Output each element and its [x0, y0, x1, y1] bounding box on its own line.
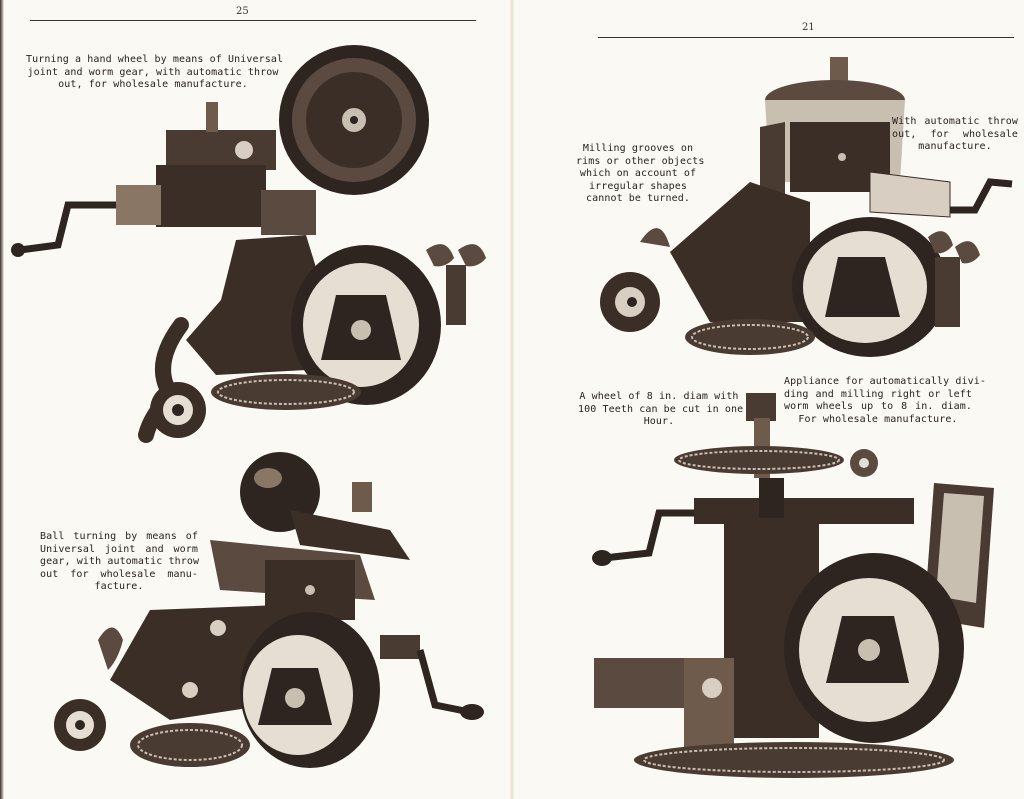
- caption-line: For wholesale manufacture.: [798, 413, 958, 425]
- caption-line: Appliance for automatically divi-: [784, 376, 986, 387]
- caption-ball-turning: Ball turning by means of Universal joint…: [40, 531, 200, 594]
- caption-line: A wheel of 8 in. diam with: [579, 391, 739, 402]
- caption-line: out, for wholesale manufacture.: [58, 79, 248, 90]
- caption-line: facture.: [94, 581, 144, 592]
- caption-line: worm wheels up to 8 in. diam.: [784, 401, 972, 412]
- caption-line: rims or other objects: [576, 155, 705, 167]
- page-number-right: 21: [802, 22, 815, 33]
- caption-hand-wheel: Turning a hand wheel by means of Univers…: [26, 54, 284, 92]
- caption-line: manufacture.: [918, 141, 992, 152]
- caption-line: Ball turning by means of: [40, 531, 198, 542]
- caption-milling-grooves: Milling grooves on rims or other objects…: [576, 143, 705, 206]
- caption-line: joint and worm gear, with automatic thro…: [27, 66, 279, 78]
- illustration-ball-turning-machine: [40, 450, 485, 790]
- left-page: 25 Turning a hand wheel by means of Univ…: [6, 6, 496, 790]
- header-rule-left: [30, 20, 476, 21]
- caption-line: which on account of: [579, 168, 697, 179]
- caption-line: With automatic throw: [892, 116, 1018, 127]
- caption-line: irregular shapes: [589, 180, 687, 192]
- right-page: 21: [512, 0, 1024, 799]
- caption-line: gear, with automatic throw: [40, 556, 200, 567]
- caption-line: cannot be turned.: [585, 193, 691, 204]
- caption-line: ding and milling right or left: [784, 388, 972, 400]
- caption-line: out for wholesale manu-: [40, 568, 198, 580]
- caption-line: Milling grooves on: [582, 143, 694, 154]
- header-rule-right: [598, 37, 1014, 38]
- caption-line: 100 Teeth can be cut in one: [578, 403, 744, 415]
- illustration-milling-grooves-machine: [580, 52, 1020, 370]
- page-number-left: 25: [236, 6, 249, 17]
- caption-line: Turning a hand wheel by means of Univers…: [26, 54, 284, 65]
- caption-line: Hour.: [643, 416, 675, 427]
- caption-wheel-teeth: A wheel of 8 in. diam with 100 Teeth can…: [578, 391, 744, 429]
- illustration-dividing-appliance: [584, 388, 1004, 793]
- caption-automatic-throw-out: With automatic throw out, for wholesale …: [892, 116, 1018, 154]
- caption-line: out, for wholesale: [892, 128, 1018, 140]
- caption-line: Universal joint and worm: [40, 543, 198, 555]
- caption-dividing-appliance: Appliance for automatically divi- ding a…: [784, 376, 986, 426]
- book-gutter: [510, 0, 514, 799]
- illustration-hand-wheel-machine: [6, 40, 496, 445]
- page-edge-shadow: [0, 0, 4, 799]
